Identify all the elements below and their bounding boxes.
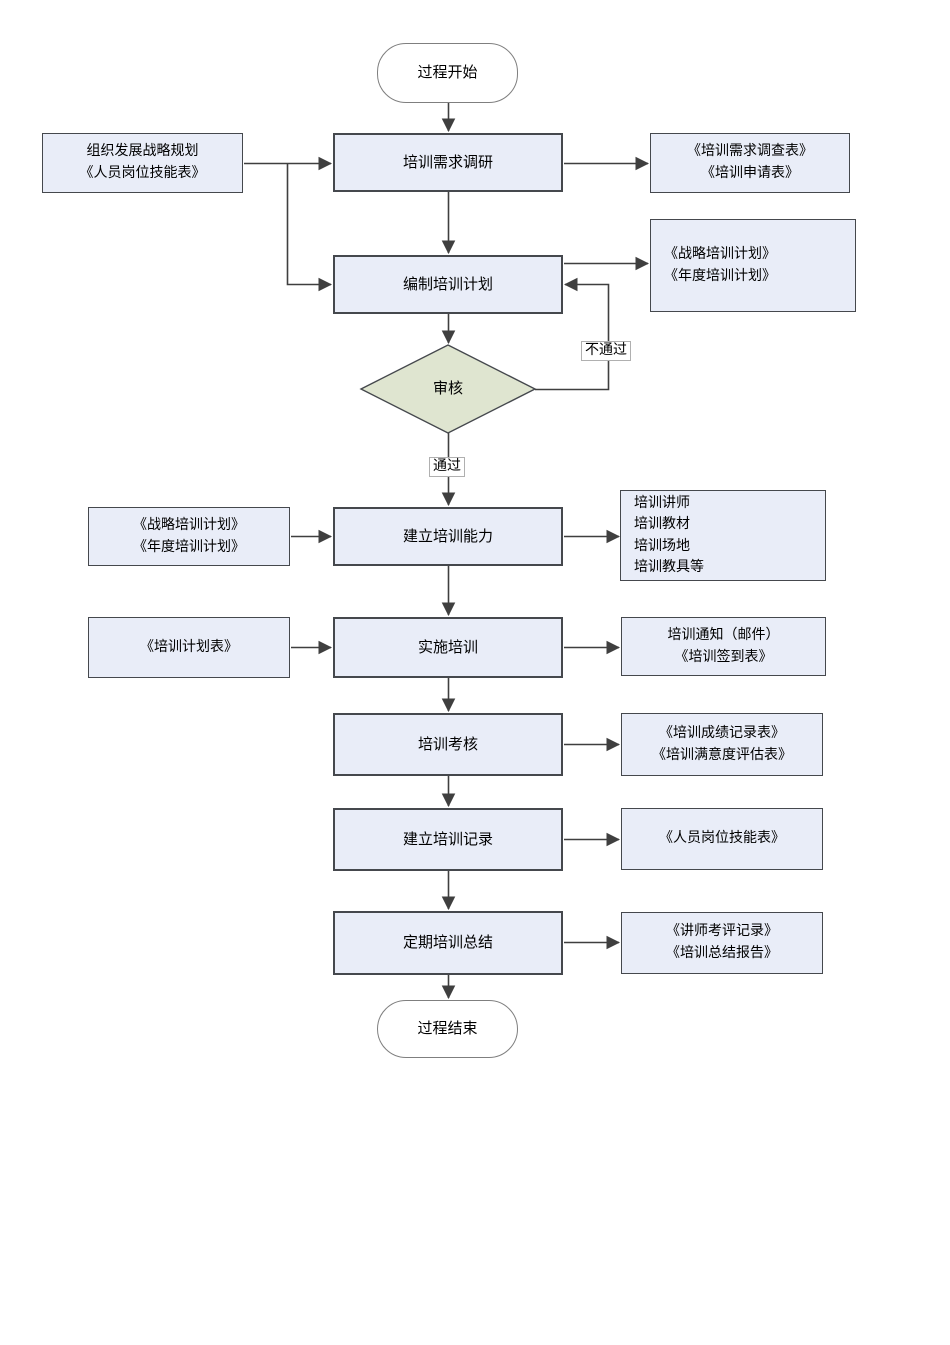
output-scores-line: 《培训满意度评估表》 <box>652 747 792 763</box>
output-plans-box: 《战略培训计划》 《年度培训计划》 <box>650 219 856 312</box>
output-resources-line: 培训教具等 <box>634 560 704 575</box>
output-skills-line: 《人员岗位技能表》 <box>659 831 785 846</box>
start-terminal: 过程开始 <box>377 43 518 103</box>
process-summary: 定期培训总结 <box>333 911 563 975</box>
process-implement-label: 实施培训 <box>417 639 478 656</box>
input-plans-line: 《年度培训计划》 <box>133 539 245 555</box>
output-survey-line: 《培训申请表》 <box>701 166 799 181</box>
process-capability-label: 建立培训能力 <box>402 528 493 545</box>
output-survey-line: 《培训需求调查表》 <box>687 144 813 159</box>
end-terminal-label: 过程结束 <box>417 1021 478 1037</box>
output-resources-line: 培训讲师 <box>634 495 690 511</box>
output-resources-line: 培训教材 <box>634 517 690 532</box>
end-terminal: 过程结束 <box>377 1000 518 1058</box>
output-survey-box: 《培训需求调查表》 《培训申请表》 <box>650 133 850 193</box>
edge-decision-fail-loop <box>535 277 610 391</box>
input-strategy-line: 《人员岗位技能表》 <box>79 166 206 181</box>
process-research: 培训需求调研 <box>333 133 563 192</box>
output-plans-line: 《年度培训计划》 <box>664 268 776 284</box>
edge-label-pass: 通过 <box>429 457 465 477</box>
process-record-label: 建立培训记录 <box>402 831 493 848</box>
input-schedule-box: 《培训计划表》 <box>88 617 290 678</box>
process-assess: 培训考核 <box>333 713 563 776</box>
process-implement: 实施培训 <box>333 617 563 678</box>
process-research-label: 培训需求调研 <box>402 154 493 171</box>
input-plans-box: 《战略培训计划》 《年度培训计划》 <box>88 507 290 566</box>
output-scores-line: 《培训成绩记录表》 <box>659 725 785 741</box>
process-plan: 编制培训计划 <box>333 255 563 314</box>
process-capability: 建立培训能力 <box>333 507 563 566</box>
process-assess-label: 培训考核 <box>417 736 478 753</box>
input-plans-line: 《战略培训计划》 <box>133 517 245 533</box>
output-notice-line: 《培训签到表》 <box>674 649 773 665</box>
output-notice-line: 培训通知（邮件） <box>667 627 780 643</box>
output-reports-line: 《讲师考评记录》 <box>666 924 778 939</box>
output-reports-box: 《讲师考评记录》 《培训总结报告》 <box>621 912 823 974</box>
output-resources-box: 培训讲师 培训教材 培训场地 培训教具等 <box>620 490 826 581</box>
edge-label-fail: 不通过 <box>581 341 631 361</box>
process-plan-label: 编制培训计划 <box>402 276 493 293</box>
process-record: 建立培训记录 <box>333 808 563 871</box>
input-schedule-line: 《培训计划表》 <box>140 639 238 655</box>
output-resources-line: 培训场地 <box>634 538 690 554</box>
decision-review: 审核 <box>398 375 498 403</box>
start-terminal-label: 过程开始 <box>417 65 478 81</box>
decision-review-label: 审核 <box>432 381 463 397</box>
output-plans-line: 《战略培训计划》 <box>664 247 776 262</box>
output-skills-box: 《人员岗位技能表》 <box>621 808 823 870</box>
edge-strategy-branch-to-plan <box>286 163 333 292</box>
process-summary-label: 定期培训总结 <box>402 935 493 951</box>
input-strategy-line: 组织发展战略规划 <box>86 144 199 159</box>
output-scores-box: 《培训成绩记录表》 《培训满意度评估表》 <box>621 713 823 776</box>
input-strategy-box: 组织发展战略规划 《人员岗位技能表》 <box>42 133 243 193</box>
output-reports-line: 《培训总结报告》 <box>666 946 778 961</box>
output-notice-box: 培训通知（邮件） 《培训签到表》 <box>621 617 826 676</box>
